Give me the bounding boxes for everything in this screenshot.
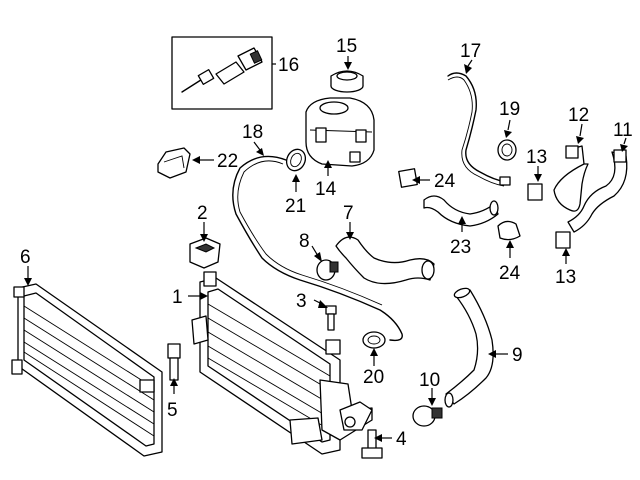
callout-8: 8 — [299, 231, 310, 252]
part-5-pin — [167, 343, 181, 381]
part-4-bolt — [361, 429, 383, 459]
callout-24-upper: 24 — [434, 171, 456, 192]
callout-1: 1 — [172, 287, 183, 308]
part-2-mount — [189, 237, 221, 269]
callout-20: 20 — [363, 367, 384, 388]
part-16-sensor — [171, 36, 273, 110]
callout-14: 14 — [315, 179, 337, 200]
callout-21: 21 — [285, 196, 306, 217]
leader-lines — [24, 56, 628, 442]
part-13-clamp-lower — [555, 231, 571, 249]
part-6-condenser — [11, 283, 163, 457]
callout-12: 12 — [568, 105, 589, 126]
part-11-hose — [567, 149, 628, 233]
callout-18: 18 — [242, 122, 263, 143]
part-12-hose — [553, 145, 589, 212]
part-14-expansion-tank — [305, 97, 375, 167]
callout-19: 19 — [499, 99, 520, 120]
callout-3: 3 — [296, 291, 307, 312]
part-17-pipe — [447, 72, 511, 187]
callout-5: 5 — [167, 400, 178, 421]
part-21-clamp — [285, 148, 307, 172]
part-15-cap — [330, 70, 364, 93]
callout-6: 6 — [20, 247, 31, 268]
callout-22: 22 — [217, 151, 238, 172]
callout-15: 15 — [336, 36, 357, 57]
callout-9: 9 — [512, 345, 523, 366]
part-1-radiator — [191, 271, 373, 455]
part-19-clamp — [497, 139, 517, 161]
part-24-clamp-lower — [497, 220, 521, 241]
part-22-bracket — [157, 147, 191, 179]
part-13-clamp-upper — [527, 183, 543, 201]
callout-16: 16 — [278, 55, 299, 76]
callout-7: 7 — [343, 203, 354, 224]
part-3-bolt — [325, 305, 337, 331]
callout-24-lower: 24 — [499, 263, 521, 284]
callout-11: 11 — [613, 120, 633, 141]
callout-13-lower: 13 — [555, 267, 576, 288]
part-20-clamp — [362, 331, 386, 349]
part-23-hose — [423, 195, 499, 227]
callout-13-upper: 13 — [526, 147, 547, 168]
callout-23: 23 — [450, 237, 471, 258]
part-7-hose — [335, 236, 435, 285]
part-18-hose — [232, 155, 403, 342]
callout-2: 2 — [197, 203, 208, 224]
part-9-hose — [444, 287, 494, 408]
callout-10: 10 — [419, 370, 440, 391]
part-24-clamp-upper — [398, 168, 418, 188]
part-8-clamp — [316, 259, 339, 281]
callout-labels: 1 2 3 4 5 6 7 8 9 10 11 12 13 13 14 15 1… — [20, 36, 633, 450]
callout-17: 17 — [460, 41, 481, 62]
callout-4: 4 — [396, 429, 407, 450]
part-10-clamp — [412, 405, 443, 427]
